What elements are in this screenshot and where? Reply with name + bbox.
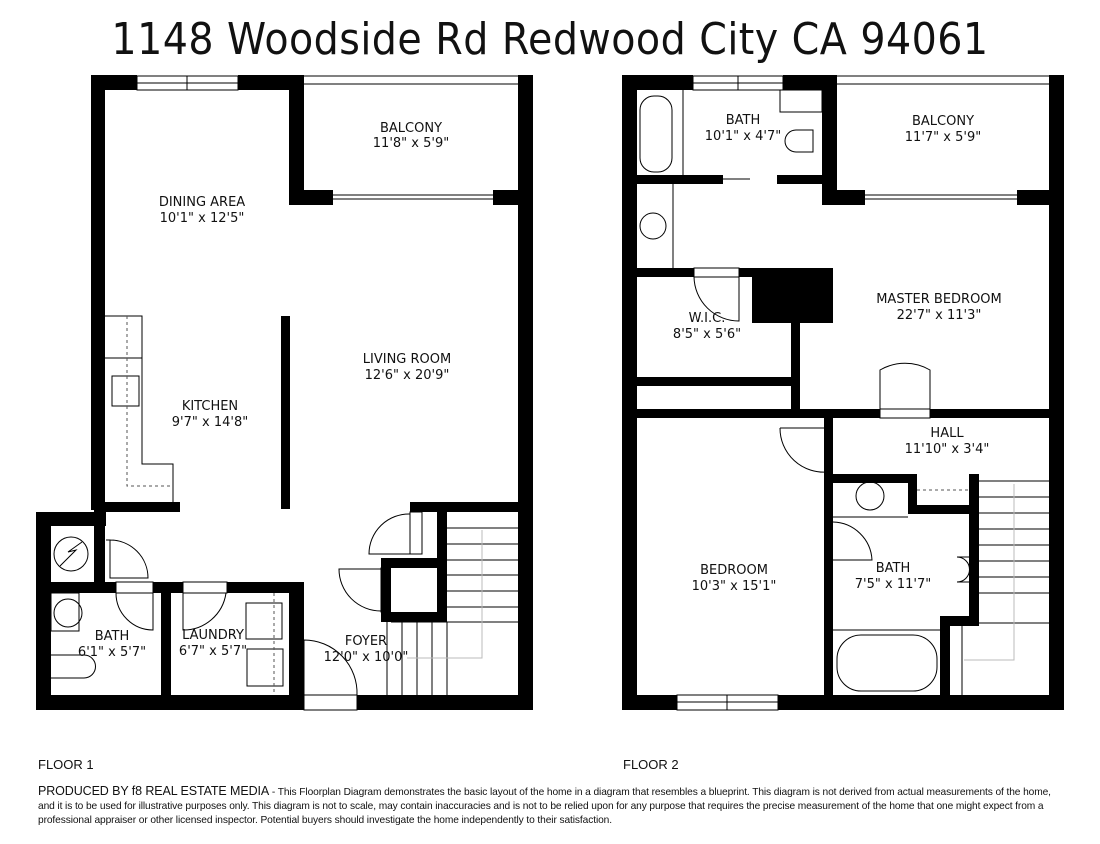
room-name: LIVING ROOM xyxy=(363,352,451,367)
room-dims: 6'1" x 5'7" xyxy=(78,645,146,660)
room-name: HALL xyxy=(930,426,964,441)
room-dims: 12'0" x 10'0" xyxy=(324,650,409,665)
room-name: BALCONY xyxy=(380,121,442,136)
stairs-icon xyxy=(386,527,518,695)
room-name: BEDROOM xyxy=(700,563,768,578)
room-dims: 10'3" x 15'1" xyxy=(692,579,777,594)
floor-1-plan: BALCONY 11'8" x 5'9" DINING AREA 10'1" x… xyxy=(36,75,533,711)
room-dims: 11'7" x 5'9" xyxy=(905,130,981,145)
room-name: DINING AREA xyxy=(159,195,245,210)
floor-2-label: FLOOR 2 xyxy=(623,757,679,772)
stairs-icon xyxy=(961,480,1049,695)
room-name: W.I.C. xyxy=(689,311,726,326)
electrical-panel-icon xyxy=(53,536,89,572)
room-name: LAUNDRY xyxy=(182,628,244,643)
room-name: KITCHEN xyxy=(182,399,238,414)
room-name: FOYER xyxy=(345,634,387,649)
room-name: BATH xyxy=(876,561,911,576)
room-dims: 10'1" x 12'5" xyxy=(160,211,245,226)
disclaimer: PRODUCED BY f8 REAL ESTATE MEDIA - This … xyxy=(38,784,1068,828)
disclaimer-text: This Floorplan Diagram demonstrates the … xyxy=(38,787,1051,826)
separator: - xyxy=(269,787,278,798)
room-name: MASTER BEDROOM xyxy=(876,292,1002,307)
room-dims: 11'10" x 3'4" xyxy=(905,442,990,457)
room-name: BATH xyxy=(95,629,130,644)
room-dims: 10'1" x 4'7" xyxy=(705,129,781,144)
page-title: 1148 Woodside Rd Redwood City CA 94061 xyxy=(111,14,989,65)
room-dims: 7'5" x 11'7" xyxy=(855,577,931,592)
room-dims: 12'6" x 20'9" xyxy=(365,368,450,383)
room-dims: 22'7" x 11'3" xyxy=(897,308,982,323)
floor-2-plan: BATH 10'1" x 4'7" BALCONY 11'7" x 5'9" M… xyxy=(622,75,1064,711)
room-dims: 8'5" x 5'6" xyxy=(673,327,741,342)
producer-credit: PRODUCED BY f8 REAL ESTATE MEDIA xyxy=(38,784,270,798)
room-name: BATH xyxy=(726,113,761,128)
room-dims: 6'7" x 5'7" xyxy=(179,644,247,659)
room-dims: 9'7" x 14'8" xyxy=(172,415,248,430)
room-dims: 11'8" x 5'9" xyxy=(373,136,449,151)
room-name: BALCONY xyxy=(912,114,974,129)
floor-1-label: FLOOR 1 xyxy=(38,757,94,772)
